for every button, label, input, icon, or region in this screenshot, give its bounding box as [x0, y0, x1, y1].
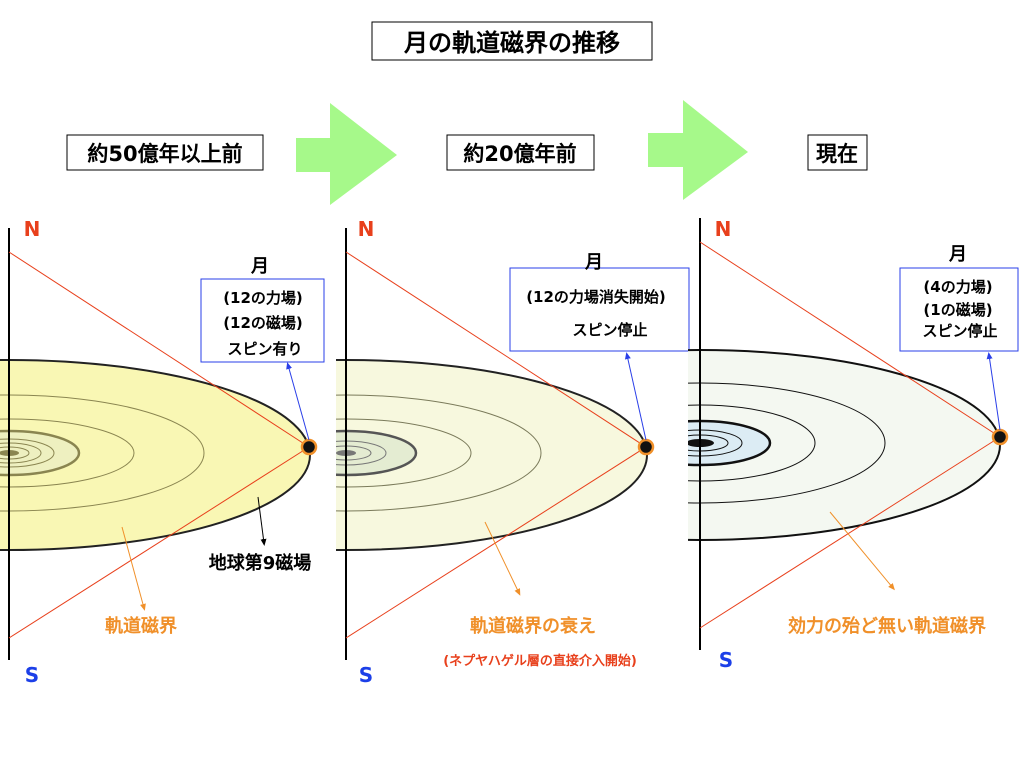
south-label: S: [25, 663, 39, 687]
callout-arrow: [286, 362, 310, 441]
orange-arrow: [829, 511, 895, 591]
callout-line: (1の磁場): [923, 301, 992, 319]
north-label: N: [715, 217, 732, 241]
field-label-2: 軌道磁界の衰え: [470, 615, 596, 637]
moon-label: 月: [584, 252, 603, 273]
moon-label: 月: [948, 244, 967, 265]
moon-icon: [991, 428, 1009, 446]
moon-label: 月: [250, 256, 269, 277]
earth-arrow: [257, 496, 267, 546]
callout-box-2: [509, 267, 690, 352]
south-label: S: [359, 663, 373, 687]
callout-arrow: [986, 352, 1001, 431]
moon-icon: [637, 438, 655, 456]
callout-box-3: [899, 267, 1019, 352]
callout-line: スピン停止: [922, 322, 997, 340]
south-label: S: [719, 648, 733, 672]
field-line: [699, 241, 1001, 438]
north-label: N: [24, 217, 41, 241]
field-line: [8, 446, 310, 639]
era-label-2: 約20億年前: [463, 142, 576, 166]
field-label-1: 軌道磁界: [105, 615, 177, 637]
north-label: N: [358, 217, 375, 241]
era-box-2: [446, 134, 595, 171]
field-line: [8, 251, 310, 448]
era-label-3: 現在: [816, 142, 858, 166]
era-box-1: [66, 134, 264, 171]
earth-label: 地球第9磁場: [209, 552, 312, 574]
callout-line: (12の力場消失開始): [526, 288, 666, 306]
callout-line: (12の力場): [223, 289, 303, 307]
callout-line: (12の磁場): [223, 314, 303, 332]
field-line: [345, 446, 647, 639]
transition-arrow-2: [648, 100, 748, 200]
callout-line: スピン停止: [572, 321, 647, 339]
title-box: [371, 21, 653, 61]
callout-arrow: [624, 352, 647, 441]
panel-3-field: [688, 349, 1001, 541]
callout-line: (4の力場): [923, 278, 992, 296]
panel-1-field: [0, 359, 311, 551]
title: 月の軌道磁界の推移: [403, 29, 620, 57]
orange-arrow: [121, 526, 146, 611]
orange-arrow: [484, 521, 521, 596]
callout-line: スピン有り: [227, 340, 302, 358]
moon-icon: [300, 438, 318, 456]
field-line: [345, 251, 647, 448]
field-label-3: 効力の殆ど無い軌道磁界: [788, 615, 986, 637]
era-label-1: 約50億年以上前: [87, 142, 242, 166]
era-box-3: [807, 134, 868, 171]
field-line: [699, 436, 1001, 629]
callout-box-1: [200, 278, 325, 363]
transition-arrow-1: [296, 103, 397, 205]
note-label: (ネプヤハゲル層の直接介入開始): [443, 653, 637, 669]
